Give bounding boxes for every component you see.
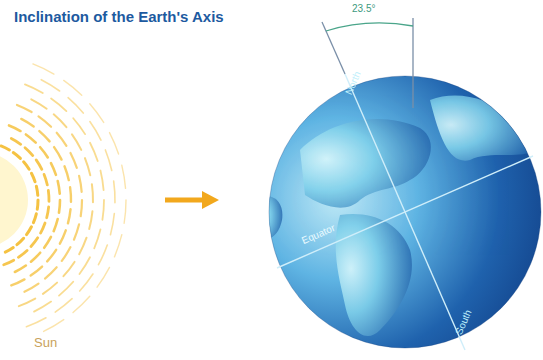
- sun-ray: [90, 104, 104, 123]
- sun-ray: [44, 237, 51, 248]
- sun-ray: [55, 299, 72, 312]
- sun-ray: [36, 200, 40, 209]
- sun-ray: [17, 238, 24, 244]
- sun-ray: [85, 158, 90, 175]
- diagram-title: Inclination of the Earth's Axis: [14, 9, 224, 26]
- sun-ray: [38, 116, 51, 126]
- sun-ray: [25, 148, 33, 156]
- angle-label: 23.5°: [352, 3, 375, 14]
- sun-ray: [19, 299, 35, 307]
- angle-marker: [322, 18, 413, 108]
- sun-ray: [13, 152, 20, 158]
- sun-ray: [51, 163, 56, 175]
- sun-ray: [4, 260, 14, 265]
- sun-ray: [57, 133, 67, 146]
- sun-ray: [47, 250, 56, 261]
- sun-ray: [58, 181, 60, 194]
- sun-ray: [79, 257, 90, 274]
- sun-ray: [110, 133, 119, 154]
- sun-ray: [9, 125, 21, 131]
- earth: [255, 76, 541, 348]
- sun-ray: [36, 186, 37, 195]
- sun-ray: [64, 80, 82, 95]
- sun-ray: [24, 284, 38, 292]
- sun-ray: [114, 181, 115, 203]
- sun-ray: [5, 248, 13, 253]
- sun-ray: [73, 296, 90, 312]
- sun-ray: [79, 176, 82, 192]
- sun-ray: [41, 80, 59, 91]
- sun-ray: [65, 166, 69, 180]
- sun-ray: [45, 267, 57, 278]
- sun-ray: [90, 122, 101, 141]
- sun-ray: [24, 162, 30, 169]
- sun-ray: [15, 266, 26, 272]
- sun-ray: [47, 190, 50, 201]
- sun-ray: [74, 224, 79, 239]
- sun-ray: [18, 250, 27, 257]
- sun-ray: [59, 200, 60, 213]
- sun-ray: [21, 119, 33, 127]
- sun-ray: [70, 153, 76, 168]
- sun-ray: [90, 143, 98, 161]
- sun-ray: [44, 320, 64, 332]
- sun-ray: [60, 230, 66, 243]
- sun-ray: [89, 211, 92, 229]
- sun-ray: [1, 146, 9, 150]
- sun-ray: [114, 235, 121, 257]
- sun-ray: [100, 171, 103, 191]
- sun-ray: [36, 160, 42, 169]
- sun: [0, 64, 126, 331]
- sun-ray: [69, 187, 72, 202]
- sun-ray: [63, 262, 74, 276]
- sun-ray: [34, 302, 51, 312]
- sun-ray: [124, 200, 126, 223]
- sun-ray: [33, 214, 36, 223]
- sun-ray: [94, 229, 100, 248]
- sun-ray: [44, 174, 47, 185]
- sun-ray: [26, 134, 36, 142]
- sun-ray: [26, 318, 46, 327]
- sun-ray: [68, 209, 71, 223]
- sun-ray: [39, 131, 49, 141]
- sun-ray: [59, 282, 73, 296]
- sun-ray: [33, 64, 54, 74]
- sun-ray: [72, 134, 81, 149]
- sun-ray: [31, 173, 35, 182]
- sun-ray: [25, 84, 43, 93]
- sunlight-arrow: [165, 191, 219, 209]
- sun-ray: [31, 267, 42, 276]
- sun-ray: [47, 207, 49, 218]
- sun-ray: [31, 99, 46, 108]
- sun-ray: [68, 98, 83, 113]
- sun-ray: [102, 200, 104, 220]
- sun-ray: [79, 238, 86, 254]
- sun-ray: [54, 114, 67, 127]
- sun-ray: [54, 147, 61, 159]
- sun-ray: [62, 247, 71, 261]
- sun-ray: [11, 279, 24, 285]
- sun-ray: [97, 267, 109, 287]
- sun-ray: [17, 105, 32, 112]
- sun-ray: [98, 245, 107, 265]
- sun-ray: [80, 274, 93, 291]
- sun-ray: [110, 213, 114, 234]
- sun-ray: [73, 118, 85, 134]
- sun-ray: [122, 165, 126, 188]
- sun-ray: [105, 150, 111, 171]
- sun-ray: [11, 139, 20, 145]
- sun-ray: [81, 200, 82, 216]
- sun-ray: [54, 219, 58, 231]
- sun-ray: [31, 253, 40, 262]
- sun-label: Sun: [34, 336, 57, 350]
- sun-ray: [41, 223, 45, 233]
- sun-ray: [27, 227, 32, 235]
- axis-lines: [277, 74, 533, 350]
- sun-ray: [43, 283, 57, 294]
- sun-ray: [92, 184, 93, 202]
- sun-ray: [51, 98, 66, 111]
- sun-ray: [31, 238, 38, 247]
- sun-ray: [40, 147, 48, 157]
